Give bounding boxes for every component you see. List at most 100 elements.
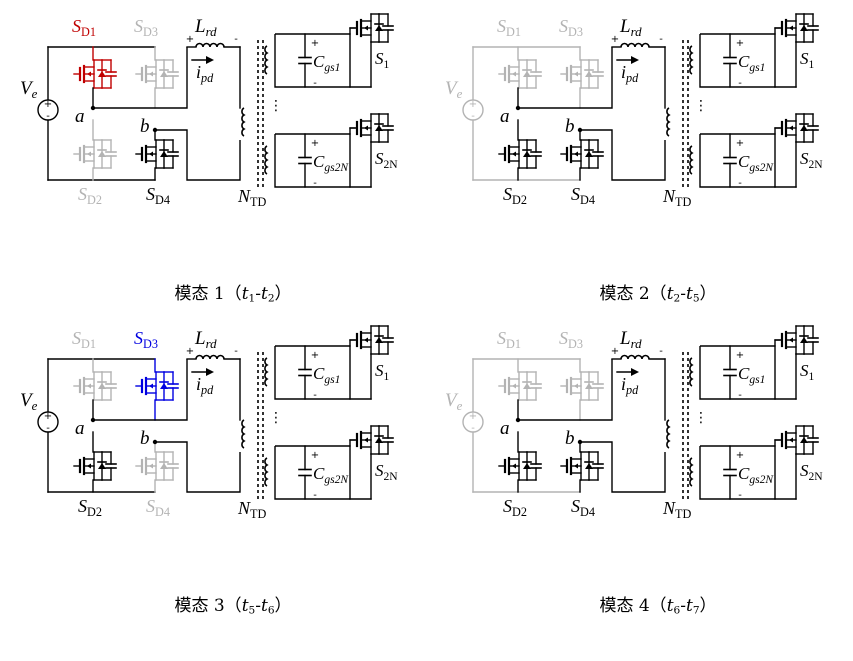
label-s1: S1	[800, 361, 815, 383]
source-circle	[462, 99, 484, 121]
wire-b-to-transformer	[155, 129, 241, 181]
transformer-primary	[241, 107, 246, 137]
wire-a-to-inductor	[518, 47, 613, 109]
diode-triangle	[98, 463, 106, 469]
label-sd3: SD3	[559, 328, 583, 351]
mosfet-sd2	[73, 451, 117, 481]
diode-triangle	[160, 383, 168, 389]
diode-triangle	[800, 125, 808, 131]
mosfet-s1	[350, 325, 394, 355]
label-sd4: SD4	[571, 184, 595, 207]
source-minus: -	[471, 111, 475, 122]
mosfet-arrow	[512, 151, 516, 157]
mosfet-sd2	[498, 451, 542, 481]
label-sd2: SD2	[503, 184, 527, 207]
lrd-minus: -	[234, 346, 238, 357]
wire-a-to-inductor	[93, 359, 188, 421]
label-node-a: a	[75, 418, 85, 439]
transformer-primary	[241, 419, 246, 449]
source-plus: +	[44, 411, 52, 422]
cap-plus: +	[736, 450, 744, 461]
mosfet-arrow	[512, 463, 516, 469]
label-sd4: SD4	[571, 496, 595, 519]
label-sd1: SD1	[72, 328, 96, 351]
label-node-b: b	[565, 116, 575, 137]
label-ipd: ipd	[196, 374, 214, 397]
lrd-minus: -	[659, 34, 663, 45]
label-lrd: Lrd	[619, 328, 642, 351]
cap-minus: -	[738, 178, 742, 189]
secondary-coil	[264, 145, 269, 175]
wire-a-to-inductor	[93, 47, 188, 109]
label-cgs1: Cgs1	[738, 364, 765, 386]
caption-mode-1: 模态 1（t1-t2）	[174, 284, 292, 305]
label-ntd: NTD	[662, 498, 691, 521]
mosfet-arrow	[364, 125, 368, 131]
secondary-coil	[264, 45, 269, 75]
diode-triangle	[375, 125, 383, 131]
resonant-inductor	[195, 42, 225, 48]
label-node-a: a	[75, 106, 85, 127]
transformer-primary	[666, 107, 671, 137]
mosfet-sd4	[135, 139, 179, 169]
caption-mode-4: 模态 4（t6-t7）	[599, 596, 717, 617]
label-ntd: NTD	[237, 186, 266, 209]
label-cgs2n: Cgs2N	[738, 152, 774, 174]
label-node-a: a	[500, 106, 510, 127]
diode-triangle	[98, 151, 106, 157]
label-sd4: SD4	[146, 184, 170, 207]
secondary-coil	[689, 357, 694, 387]
diode-triangle	[375, 25, 383, 31]
mosfet-sd3	[560, 371, 604, 401]
secondary-coil	[689, 457, 694, 487]
mosfet-s2n	[350, 425, 394, 455]
ipd-arrow-head	[206, 368, 214, 376]
label-sd2: SD2	[78, 496, 102, 519]
gate-capacitor	[298, 133, 312, 188]
label-s2n: S2N	[375, 461, 398, 483]
label-lrd: Lrd	[194, 328, 217, 351]
label-sd2: SD2	[78, 184, 102, 207]
mosfet-arrow	[789, 25, 793, 31]
vertical-ellipsis: ⋮	[269, 98, 283, 114]
label-lrd: Lrd	[194, 16, 217, 39]
label-s2n: S2N	[375, 149, 398, 171]
label-ipd: ipd	[621, 62, 639, 85]
diode-triangle	[160, 71, 168, 77]
source-circle	[462, 411, 484, 433]
secondary-coil	[264, 357, 269, 387]
label-cgs1: Cgs1	[738, 52, 765, 74]
source-minus: -	[471, 423, 475, 434]
cap-minus: -	[738, 390, 742, 401]
lrd-plus: +	[186, 346, 194, 357]
mosfet-sd3	[135, 371, 179, 401]
source-circle	[37, 411, 59, 433]
mosfet-arrow	[574, 151, 578, 157]
diode-triangle	[160, 463, 168, 469]
label-sd3: SD3	[134, 16, 158, 39]
secondary-coil	[264, 457, 269, 487]
lrd-plus: +	[611, 34, 619, 45]
diode-triangle	[98, 71, 106, 77]
label-node-b: b	[140, 428, 150, 449]
cap-plus: +	[311, 38, 319, 49]
cap-plus: +	[311, 450, 319, 461]
mosfet-arrow	[87, 151, 91, 157]
label-cgs1: Cgs1	[313, 364, 340, 386]
mosfet-arrow	[149, 71, 153, 77]
label-ntd: NTD	[662, 186, 691, 209]
gate-capacitor	[298, 33, 312, 88]
cap-minus: -	[738, 490, 742, 501]
mosfet-arrow	[87, 463, 91, 469]
mosfet-sd1	[498, 59, 542, 89]
diode-triangle	[585, 151, 593, 157]
ipd-arrow-head	[206, 56, 214, 64]
diode-triangle	[98, 383, 106, 389]
wire-b-to-transformer	[580, 129, 666, 181]
mosfet-arrow	[574, 463, 578, 469]
cap-plus: +	[736, 38, 744, 49]
